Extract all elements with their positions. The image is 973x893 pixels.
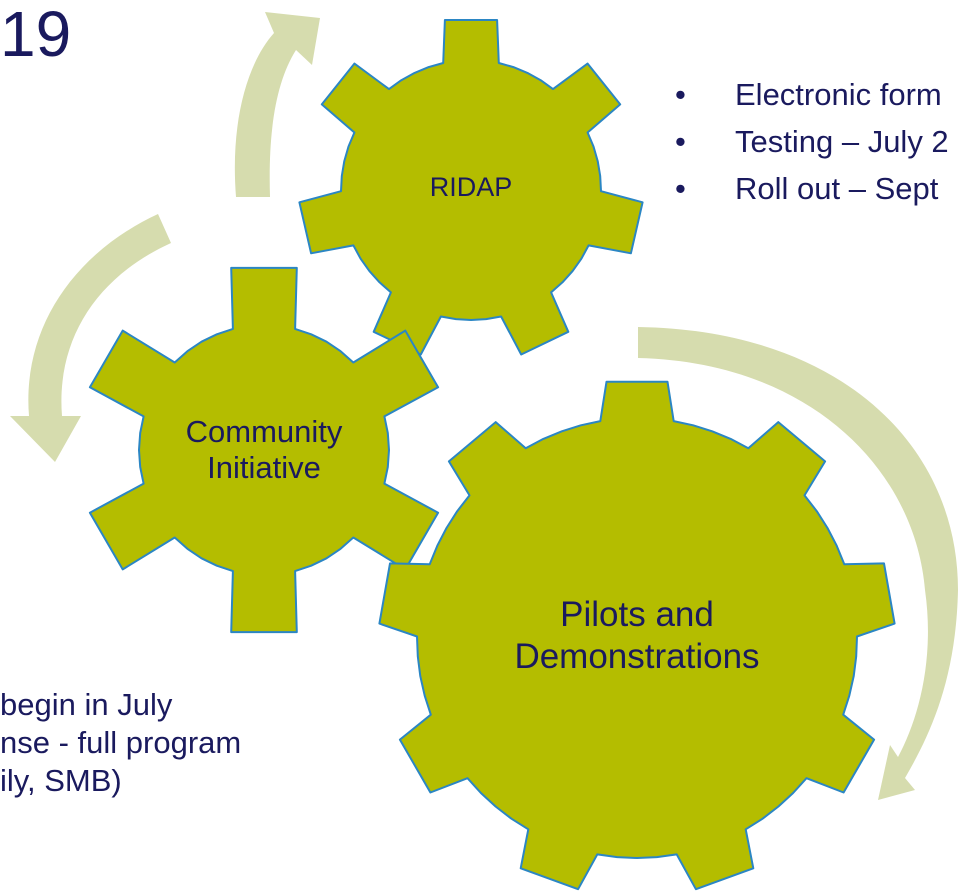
bullet-item: • Electronic form [673, 74, 949, 121]
cycle-arrow-top [234, 12, 320, 197]
bullet-text: Electronic form [735, 77, 942, 112]
bullet-text: Testing – July 2 [735, 124, 949, 159]
pilots-notes-line3: ily, SMB) [0, 763, 122, 798]
ridap-gear [298, 19, 644, 356]
ridap-bullet-list: • Electronic form • Testing – July 2 • R… [673, 74, 949, 215]
ridap-label-text: RIDAP [429, 172, 513, 202]
bullet-item: • Testing – July 2 [673, 121, 949, 168]
cycle-arrow-left [10, 214, 171, 462]
pilots-notes-text: begin in July nse - full program ily, SM… [0, 686, 241, 800]
page-title-fragment: 19 [0, 0, 72, 70]
pilots-notes-line2: nse - full program [0, 725, 242, 760]
cycle-arrow-right [638, 327, 958, 800]
community-gear-label: Community Initiative [186, 414, 343, 486]
pilots-gear-label: Pilots and Demonstrations [514, 594, 759, 678]
pilots-label-line1: Pilots and [560, 595, 714, 634]
community-label-line1: Community [185, 414, 343, 449]
ridap-gear-label: RIDAP [430, 171, 513, 203]
bullet-marker: • [675, 124, 686, 159]
bullet-marker: • [675, 77, 686, 112]
pilots-demonstrations-gear [378, 380, 896, 891]
pilots-notes-line1: begin in July [0, 687, 173, 722]
pilots-label-line2: Demonstrations [514, 637, 760, 676]
bullet-marker: • [675, 171, 686, 206]
bullet-item: • Roll out – Sept [673, 168, 949, 215]
community-label-line2: Initiative [207, 450, 321, 485]
community-initiative-gear [88, 266, 440, 634]
bullet-text: Roll out – Sept [735, 171, 939, 206]
